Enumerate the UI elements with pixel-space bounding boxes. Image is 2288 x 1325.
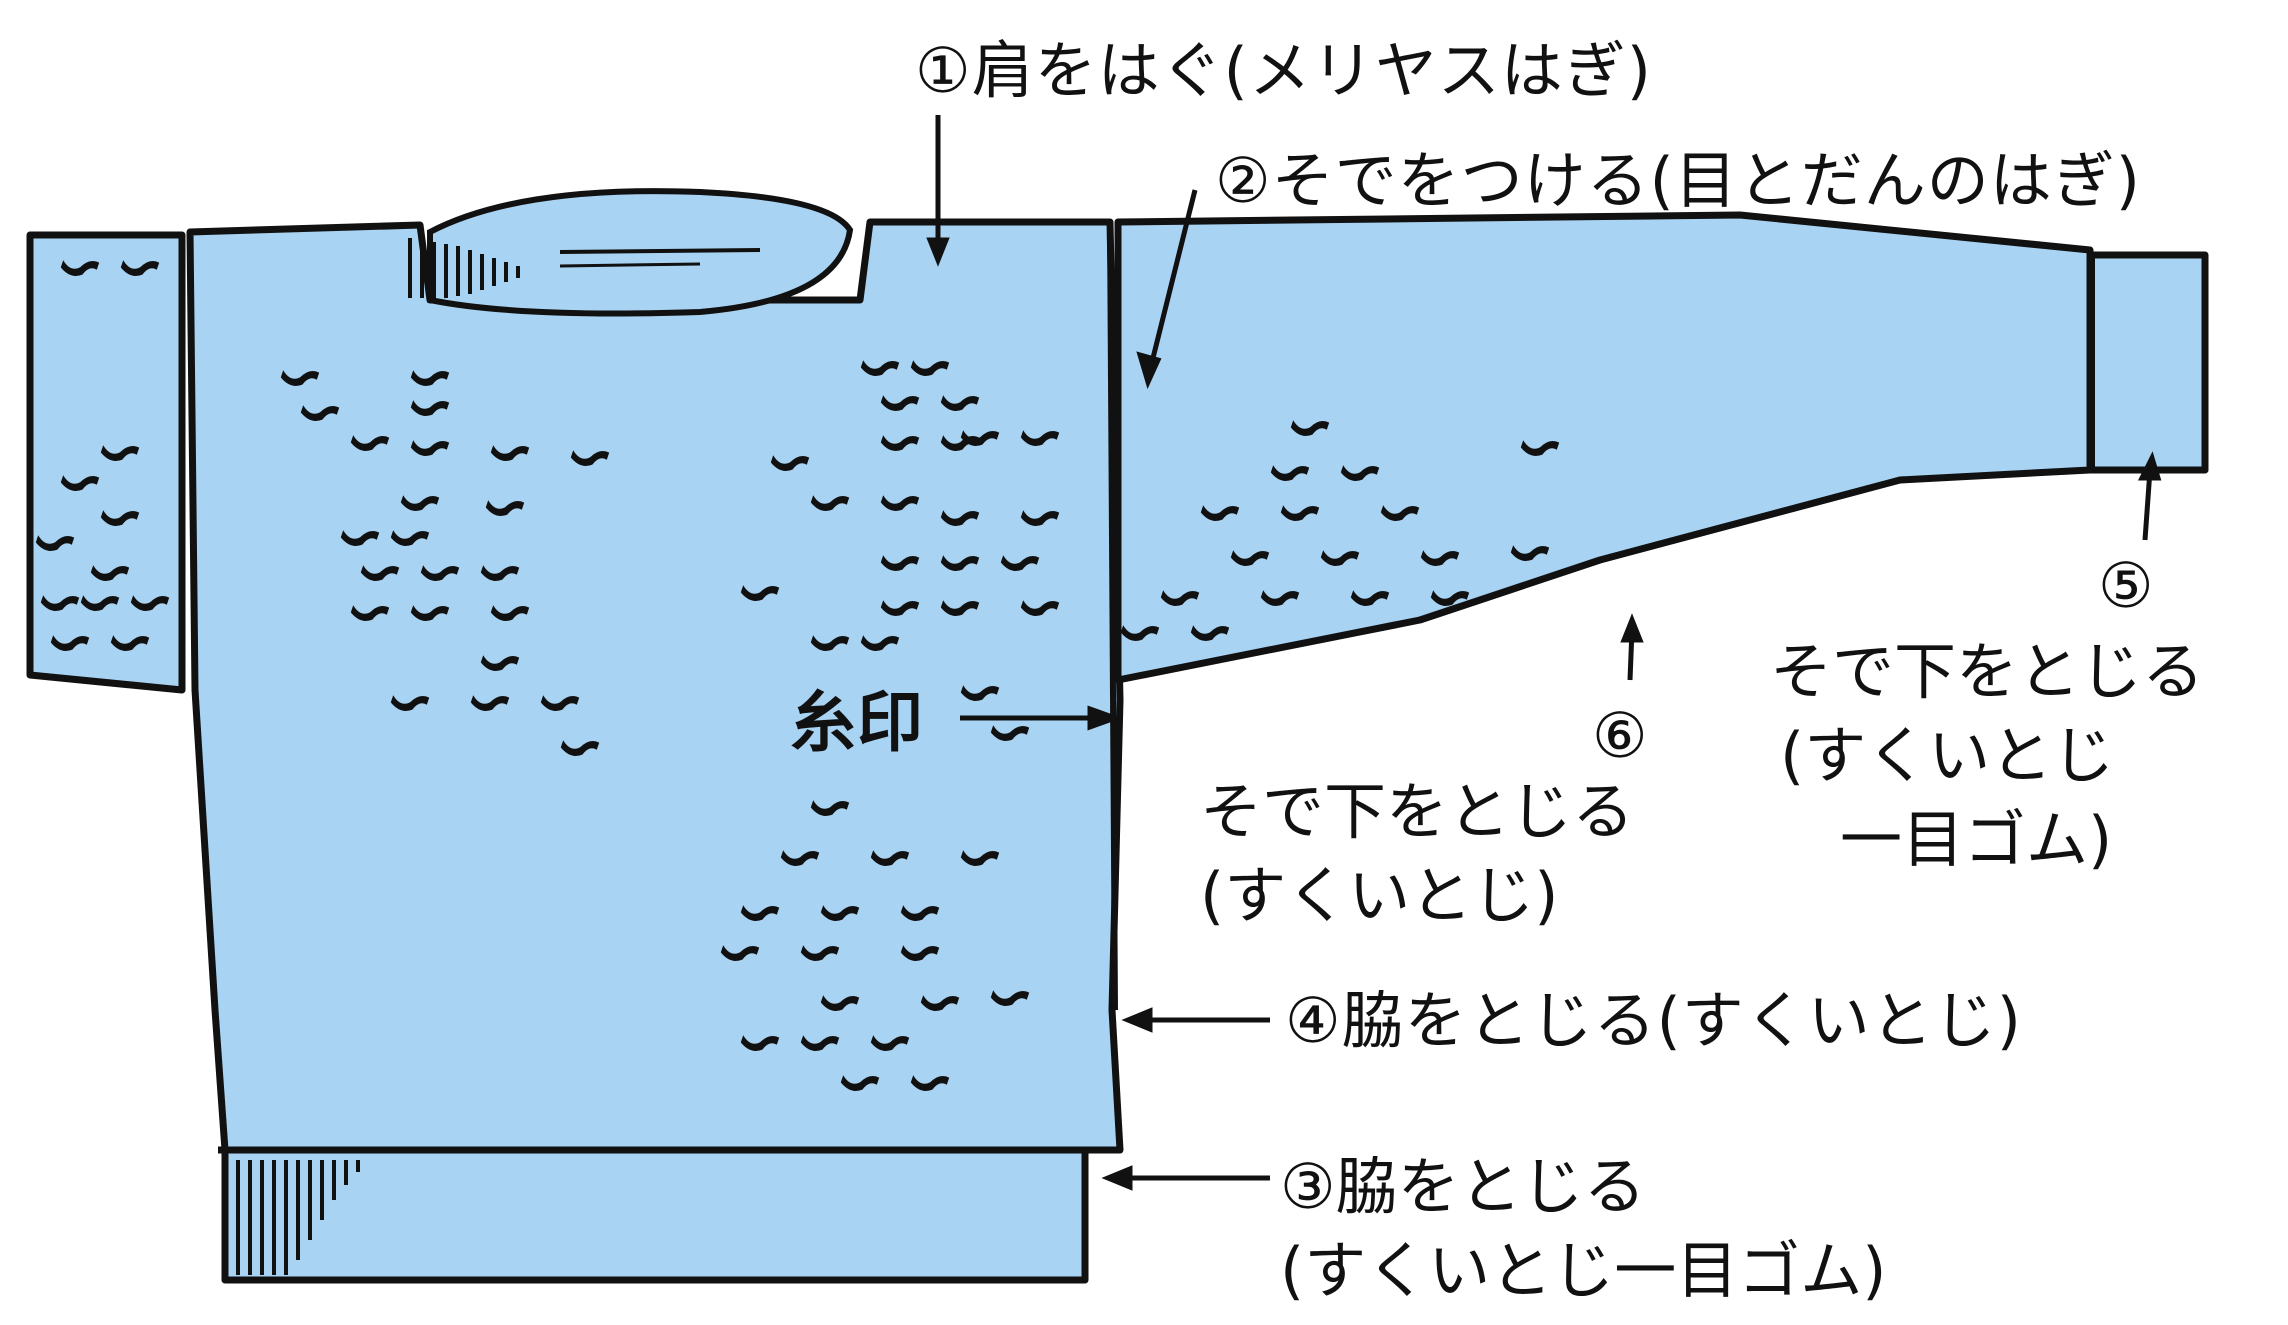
right-sleeve (1114, 211, 2209, 684)
label-step5-line3: 一目ゴム) (1840, 803, 2113, 876)
arrow-step2 (1147, 189, 1198, 371)
label-step1: ①肩をはぐ(メリヤスはぎ) (915, 34, 1652, 107)
label-step3-line1: ③脇をとじる (1280, 1150, 1646, 1223)
label-step6-line1: そで下をとじる (1200, 775, 1635, 848)
right-sleeve-shape (1114, 211, 2094, 684)
neck-rib-hatch (408, 238, 520, 298)
label-step5-line1: そで下をとじる (1770, 635, 2205, 708)
label-step6-line2: (すくいとじ) (1200, 859, 1559, 932)
label-step5: そで下をとじる (すくいとじ 一目ゴム) (1770, 630, 2204, 882)
label-step6: そで下をとじる (すくいとじ) (1200, 770, 1634, 938)
label-step6-number: ⑥ (1592, 699, 1649, 772)
sleeve-cuff (2086, 251, 2209, 474)
sweater-body (186, 188, 1124, 1284)
label-step3-line2: (すくいとじ一目ゴム) (1280, 1234, 1887, 1307)
left-sleeve (26, 231, 186, 694)
left-sleeve-shape (26, 231, 186, 694)
label-step5-line2: (すくいとじ (1780, 719, 2115, 792)
label-step5-number: ⑤ (2098, 549, 2155, 622)
label-yarn-marker: 糸印 (790, 684, 924, 761)
arrows (926, 115, 2162, 1191)
arrow-step5 (2142, 469, 2153, 541)
label-step3: ③脇をとじる (すくいとじ一目ゴム) (1280, 1145, 1886, 1313)
label-step2: ②そでをつける(目とだんのはぎ) (1215, 144, 2141, 217)
body-shape (186, 218, 1124, 1154)
hem-ribbing (221, 1146, 1089, 1284)
hem-rib-hatch (236, 1160, 360, 1275)
label-step4: ④脇をとじる(すくいとじ) (1285, 984, 2022, 1057)
